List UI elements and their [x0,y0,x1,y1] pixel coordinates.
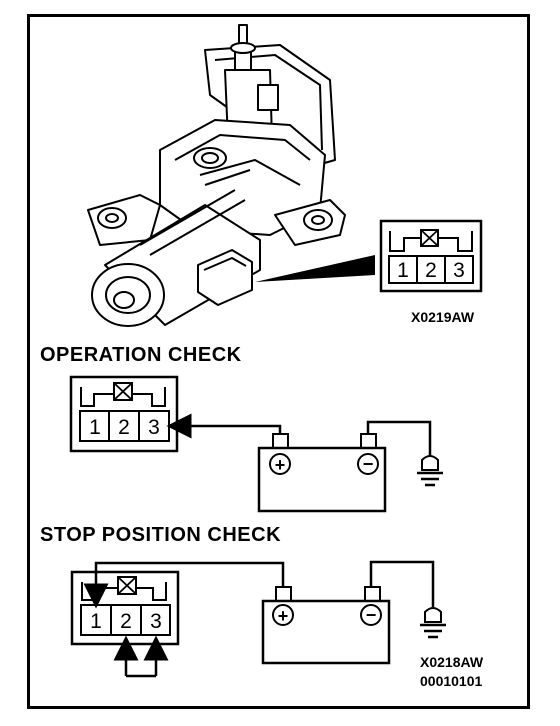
top-connector-detail: 1 2 3 [379,219,483,293]
battery-negative-symbol: − [366,605,377,625]
ground-icon [420,607,446,639]
pin-label: 3 [150,610,162,633]
crossed-box-icon [420,229,439,247]
bottom-ref-code: X0218AW [420,654,484,670]
stop-connector: 1 2 3 [70,570,180,646]
operation-wire-negative [366,420,432,458]
battery-positive-symbol: + [278,606,289,626]
pin-label: 2 [118,416,130,439]
pin-label: 3 [148,416,160,439]
battery-icon: + − [257,433,387,513]
bottom-doc-number: 00010101 [420,673,483,689]
stop-wire-negative [369,560,435,610]
pin-label: 1 [89,416,101,439]
pin-label: 2 [120,610,132,633]
crossed-box-icon [117,576,137,595]
wiper-motor-illustration [87,24,346,327]
stop-position-check-title: STOP POSITION CHECK [40,524,281,546]
pin-label: 1 [90,610,102,633]
pin-label: 2 [425,259,437,282]
battery-negative-symbol: − [363,454,374,474]
pin-label: 3 [453,259,465,282]
operation-wire-positive [166,413,282,439]
stop-wire-positive [83,561,285,609]
operation-connector: 1 2 3 [69,375,179,453]
top-ref-code: X0219AW [411,309,475,325]
battery-icon: + − [261,586,391,665]
pin-label: 1 [397,259,409,282]
operation-check-title: OPERATION CHECK [40,344,242,366]
diagram-frame [27,14,530,709]
ground-icon [417,455,443,487]
detail-pointer [255,255,375,282]
crossed-box-icon [113,382,133,401]
battery-positive-symbol: + [275,455,286,475]
